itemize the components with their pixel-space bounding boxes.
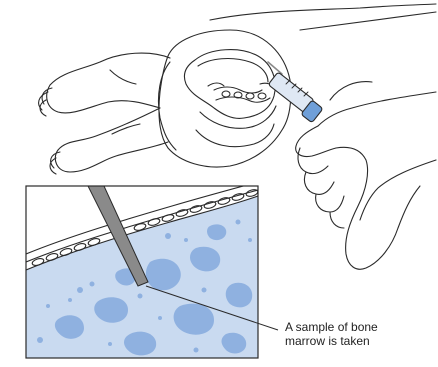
callout-label: A sample of bone marrow is taken	[285, 320, 378, 348]
sheet-line	[300, 12, 436, 30]
inset-closeup	[26, 182, 259, 358]
callout-line-1: A sample of bone	[285, 320, 378, 334]
syringe	[268, 62, 323, 123]
callout-line-2: marrow is taken	[285, 334, 378, 348]
spine	[208, 83, 276, 102]
doctor-hand	[296, 126, 420, 269]
patient-legs	[39, 53, 170, 174]
sheet-line	[210, 4, 436, 20]
patient-torso	[158, 30, 290, 167]
